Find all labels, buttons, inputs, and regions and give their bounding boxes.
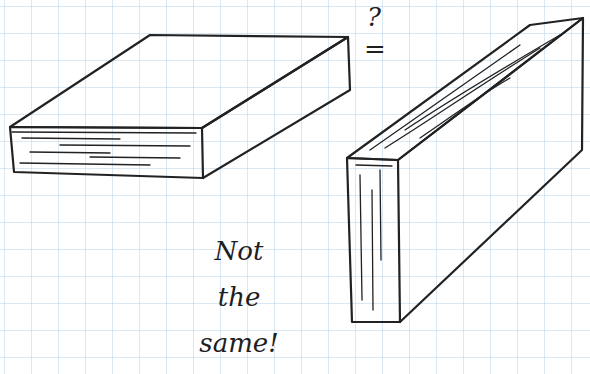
- flat-board: [10, 35, 350, 178]
- question-mark: ?: [367, 2, 381, 32]
- handwritten-note: Not the same!: [190, 228, 288, 366]
- edge-board: [347, 18, 583, 322]
- equals-sign: =: [364, 34, 386, 64]
